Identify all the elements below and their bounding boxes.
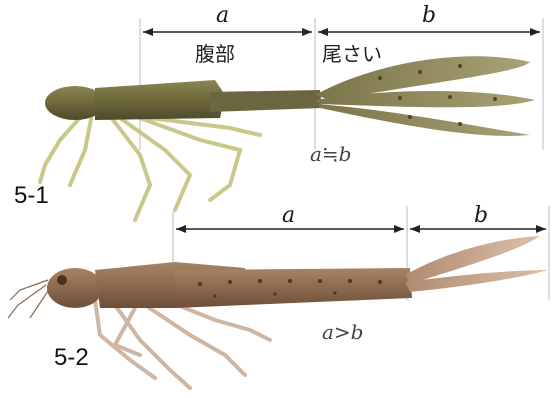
label-a-5-1: a: [216, 3, 229, 28]
relation-5-1: a≒b: [310, 142, 351, 166]
nymph-5-2-head: [47, 268, 103, 308]
nymph-5-2-antennae: [8, 280, 50, 318]
label-b-5-2: b: [474, 203, 488, 228]
nymph-5-2-abdomen: [175, 268, 412, 308]
nymph-5-2-legs: [95, 300, 270, 388]
figure-id-5-1: 5-1: [14, 182, 49, 210]
nymph-5-1-thorax: [95, 80, 225, 120]
nymph-5-2-eye: [57, 275, 67, 285]
figure-id-5-2: 5-2: [54, 344, 89, 372]
label-abdomen: 腹部: [195, 38, 235, 67]
label-caudal-gill: 尾さい: [322, 38, 382, 67]
label-a-5-2: a: [282, 203, 295, 228]
nymph-5-1-abdomen: [210, 90, 322, 112]
relation-5-2: a>b: [322, 320, 363, 344]
nymph-5-1-legs: [40, 112, 260, 220]
nymph-5-1-gill-lower: [318, 104, 530, 136]
nymph-5-2-illustration: [8, 236, 548, 388]
nymph-5-1-illustration: [40, 56, 535, 220]
label-b-5-1: b: [422, 3, 436, 28]
